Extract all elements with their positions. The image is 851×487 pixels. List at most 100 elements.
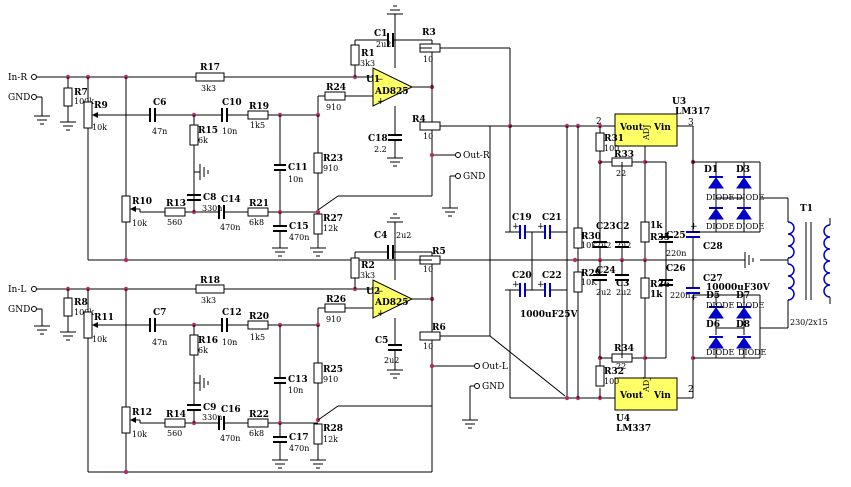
svg-text:C6: C6	[153, 98, 166, 108]
svg-text:R26: R26	[326, 295, 346, 305]
svg-text:1k: 1k	[650, 290, 663, 300]
svg-text:2.2: 2.2	[374, 145, 387, 154]
diode-d8: D8 DIODE	[736, 320, 767, 358]
out-l-label: Out-L	[482, 362, 508, 372]
svg-text:R3: R3	[422, 28, 436, 38]
svg-text:10K: 10K	[581, 241, 598, 250]
gnd-out-l-label: GND	[482, 382, 504, 392]
gnd-r-terminal[interactable]	[31, 94, 37, 100]
in-r-terminal[interactable]	[31, 74, 37, 80]
svg-text:R33: R33	[614, 150, 634, 160]
svg-text:910: 910	[326, 315, 341, 324]
svg-text:T1: T1	[800, 204, 813, 214]
gnd-out-l-terminal[interactable]	[474, 383, 480, 389]
svg-text:R31: R31	[604, 134, 624, 144]
svg-text:10n: 10n	[222, 338, 237, 347]
svg-text:6k: 6k	[198, 136, 208, 145]
svg-text:910: 910	[326, 103, 341, 112]
svg-text:C10: C10	[222, 98, 242, 108]
svg-text:+: +	[512, 280, 520, 290]
small-caps-note: 1000uF25V	[520, 310, 579, 320]
svg-text:1k5: 1k5	[250, 121, 265, 130]
svg-text:R21: R21	[249, 199, 269, 209]
r19-resistor	[247, 110, 269, 120]
svg-text:DIODE: DIODE	[706, 222, 735, 231]
svg-text:C23: C23	[596, 222, 616, 232]
r7-resistor	[63, 87, 73, 107]
svg-text:Vout: Vout	[619, 123, 644, 133]
svg-text:C8: C8	[203, 193, 216, 203]
svg-text:D3: D3	[736, 165, 750, 175]
svg-text:1k5: 1k5	[250, 333, 265, 342]
svg-text:470n: 470n	[289, 444, 309, 453]
svg-text:AD825: AD825	[374, 87, 409, 97]
svg-text:Vin: Vin	[653, 391, 671, 401]
svg-text:100: 100	[604, 377, 619, 386]
gnd-r-label: GND	[8, 93, 30, 103]
svg-text:R7: R7	[74, 88, 88, 98]
svg-text:R34: R34	[614, 344, 634, 354]
r35-resistor	[640, 221, 650, 243]
r24-resistor	[324, 91, 346, 101]
r17-resistor	[195, 72, 225, 82]
svg-text:3k3: 3k3	[360, 271, 375, 280]
svg-text:6k: 6k	[198, 346, 208, 355]
svg-text:U2: U2	[366, 287, 380, 297]
r21-resistor	[247, 207, 269, 217]
r15-resistor	[189, 124, 199, 146]
r23-resistor	[313, 152, 323, 174]
svg-text:10n: 10n	[288, 386, 303, 395]
r18-resistor	[195, 284, 225, 294]
svg-text:3k3: 3k3	[360, 59, 375, 68]
out-l-terminal[interactable]	[474, 363, 480, 369]
svg-text:D6: D6	[706, 320, 720, 330]
svg-text:R32: R32	[604, 367, 624, 377]
svg-text:R9: R9	[94, 101, 108, 111]
svg-text:100: 100	[604, 144, 619, 153]
svg-text:C27: C27	[703, 274, 723, 284]
svg-text:47n: 47n	[152, 338, 167, 347]
svg-text:12k: 12k	[323, 224, 338, 233]
svg-text:C28: C28	[703, 242, 723, 252]
svg-text:+: +	[690, 222, 698, 232]
svg-text:C24: C24	[596, 266, 616, 276]
svg-text:C19: C19	[512, 213, 532, 223]
svg-text:R4: R4	[412, 115, 426, 125]
in-l-terminal[interactable]	[31, 286, 37, 292]
svg-text:R18: R18	[200, 276, 220, 286]
svg-text:R14: R14	[166, 410, 186, 420]
svg-text:C5: C5	[375, 336, 388, 346]
u1-opamp	[372, 67, 414, 107]
svg-text:DIODE: DIODE	[738, 348, 767, 357]
svg-text:R16: R16	[198, 336, 218, 346]
out-r-terminal[interactable]	[455, 152, 461, 158]
svg-text:3k3: 3k3	[201, 84, 216, 93]
svg-text:2u2: 2u2	[616, 288, 631, 297]
r25-resistor	[313, 362, 323, 384]
u3-regulator-lm317	[614, 113, 678, 147]
svg-text:D8: D8	[736, 320, 750, 330]
svg-text:DIODE: DIODE	[706, 301, 735, 310]
svg-text:2u2: 2u2	[596, 241, 611, 250]
svg-text:3: 3	[688, 118, 694, 128]
svg-text:R20: R20	[249, 312, 269, 322]
svg-text:+: +	[377, 97, 385, 107]
svg-text:C7: C7	[153, 308, 166, 318]
svg-text:10: 10	[423, 55, 433, 64]
svg-text:R29: R29	[581, 269, 601, 279]
in-l-label: In-L	[8, 285, 26, 295]
svg-text:D5: D5	[706, 291, 720, 301]
gnd-l-terminal[interactable]	[31, 306, 37, 312]
diode-d2: DIODE	[706, 198, 735, 232]
svg-text:470n: 470n	[220, 223, 240, 232]
u4-regulator-lm337	[614, 377, 678, 411]
r9-potentiometer	[83, 101, 93, 129]
svg-text:10: 10	[423, 132, 433, 141]
svg-text:330n: 330n	[202, 413, 222, 422]
diode-d5: D5 DIODE	[706, 291, 735, 328]
gnd-out-r-terminal[interactable]	[455, 173, 461, 179]
svg-text:+: +	[537, 280, 545, 290]
svg-text:R23: R23	[323, 154, 343, 164]
svg-text:+: +	[537, 222, 545, 232]
